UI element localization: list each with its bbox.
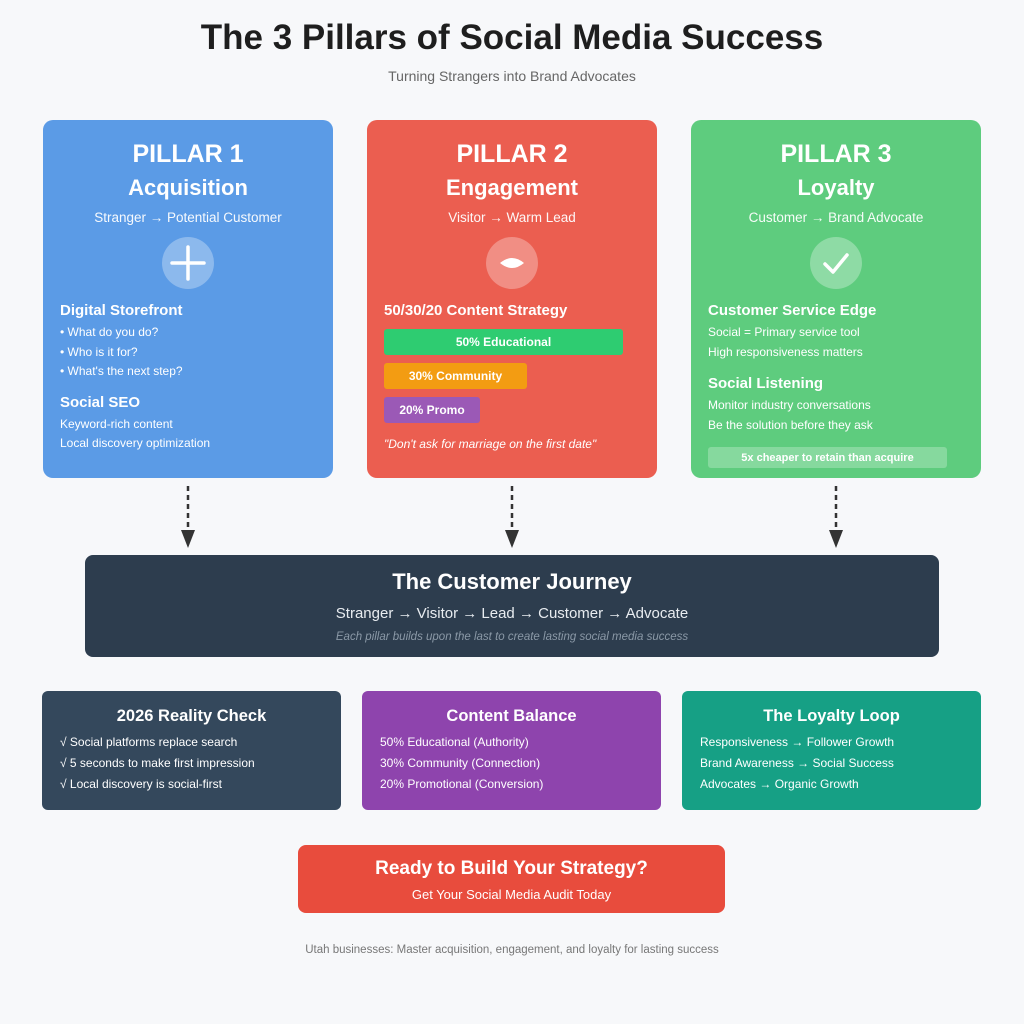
checkmark-icon <box>810 237 862 289</box>
list-item: Monitor industry conversations <box>708 398 871 412</box>
pillar-1-card: PILLAR 1 Acquisition Stranger → Potentia… <box>43 120 333 478</box>
bar-promo: 20% Promo <box>384 397 480 423</box>
plus-icon <box>162 237 214 289</box>
list-item: 30% Community (Connection) <box>380 756 541 770</box>
pillar-3-flow: Customer → Brand Advocate <box>748 210 924 225</box>
reality-check-card: 2026 Reality Check √ Social platforms re… <box>42 691 341 810</box>
journey-note: Each pillar builds upon the last to crea… <box>335 631 689 643</box>
retention-badge: 5x cheaper to retain than acquire <box>708 447 947 468</box>
pillar-2-flow: Visitor → Warm Lead <box>448 210 576 225</box>
list-item: • What do you do? <box>60 325 159 339</box>
digital-storefront-title: Digital Storefront <box>60 302 183 319</box>
pillar-3-number: PILLAR 3 <box>780 140 892 168</box>
arrow-down-icon <box>829 486 843 548</box>
list-item: Social = Primary service tool <box>708 325 860 339</box>
content-balance-card: Content Balance 50% Educational (Authori… <box>362 691 661 810</box>
social-listening-list: Monitor industry conversations Be the so… <box>708 396 964 435</box>
social-listening-title: Social Listening <box>708 375 824 392</box>
arrow-down-icon <box>181 486 195 548</box>
journey-flow: Stranger → Visitor → Lead → Customer → A… <box>335 605 689 622</box>
pillar-2-quote: "Don't ask for marriage on the first dat… <box>384 437 597 451</box>
customer-journey-box: The Customer Journey Stranger → Visitor … <box>85 555 939 657</box>
bar-educational: 50% Educational <box>384 329 623 355</box>
list-item: High responsiveness matters <box>708 344 863 359</box>
cta-button[interactable]: Ready to Build Your Strategy? Get Your S… <box>298 845 725 913</box>
page-subtitle: Turning Strangers into Brand Advocates <box>388 68 636 84</box>
list-item: √ Local discovery is social-first <box>60 777 222 791</box>
journey-title: The Customer Journey <box>392 569 632 594</box>
customer-service-title: Customer Service Edge <box>708 302 877 319</box>
list-item: Keyword-rich content <box>60 416 173 431</box>
pillar-1-number: PILLAR 1 <box>132 140 244 168</box>
social-seo-list: Keyword-rich content Local discovery opt… <box>60 415 316 454</box>
pillar-1-flow: Stranger → Potential Customer <box>94 210 282 225</box>
pillar-1-name: Acquisition <box>128 175 248 200</box>
reality-check-title: 2026 Reality Check <box>116 707 267 725</box>
list-item: • What's the next step? <box>60 364 183 378</box>
pillar-3-name: Loyalty <box>797 175 875 200</box>
customer-service-list: Social = Primary service tool High respo… <box>708 323 964 362</box>
cta-title: Ready to Build Your Strategy? <box>375 858 648 879</box>
digital-storefront-list: • What do you do? • Who is it for? • Wha… <box>60 323 316 382</box>
list-item: 20% Promotional (Conversion) <box>380 777 544 791</box>
content-strategy-title: 50/30/20 Content Strategy <box>384 302 568 319</box>
loyalty-loop-title: The Loyalty Loop <box>763 707 900 725</box>
list-item: √ 5 seconds to make first impression <box>60 756 255 770</box>
list-item: • Who is it for? <box>60 344 138 359</box>
list-item: Brand Awareness → Social Success <box>700 756 894 770</box>
list-item: √ Social platforms replace search <box>60 735 238 749</box>
page-title: The 3 Pillars of Social Media Success <box>200 18 824 57</box>
pillar-2-number: PILLAR 2 <box>456 140 568 168</box>
list-item: Advocates → Organic Growth <box>700 777 859 791</box>
social-seo-title: Social SEO <box>60 393 141 411</box>
footer-text: Utah businesses: Master acquisition, eng… <box>305 944 719 956</box>
eye-icon <box>486 237 538 289</box>
bar-community: 30% Community <box>384 363 527 389</box>
list-item: Be the solution before they ask <box>708 417 873 432</box>
pillar-2-name: Engagement <box>445 175 579 200</box>
list-item: Local discovery optimization <box>60 436 211 450</box>
list-item: Responsiveness → Follower Growth <box>700 735 895 749</box>
loyalty-loop-card: The Loyalty Loop Responsiveness → Follow… <box>682 691 981 810</box>
pillar-2-card: PILLAR 2 Engagement Visitor → Warm Lead … <box>367 120 657 478</box>
pillar-3-card: PILLAR 3 Loyalty Customer → Brand Advoca… <box>691 120 981 478</box>
content-balance-title: Content Balance <box>446 707 577 725</box>
arrow-down-icon <box>505 486 519 548</box>
list-item: 50% Educational (Authority) <box>380 735 529 749</box>
cta-subtitle: Get Your Social Media Audit Today <box>411 887 612 902</box>
